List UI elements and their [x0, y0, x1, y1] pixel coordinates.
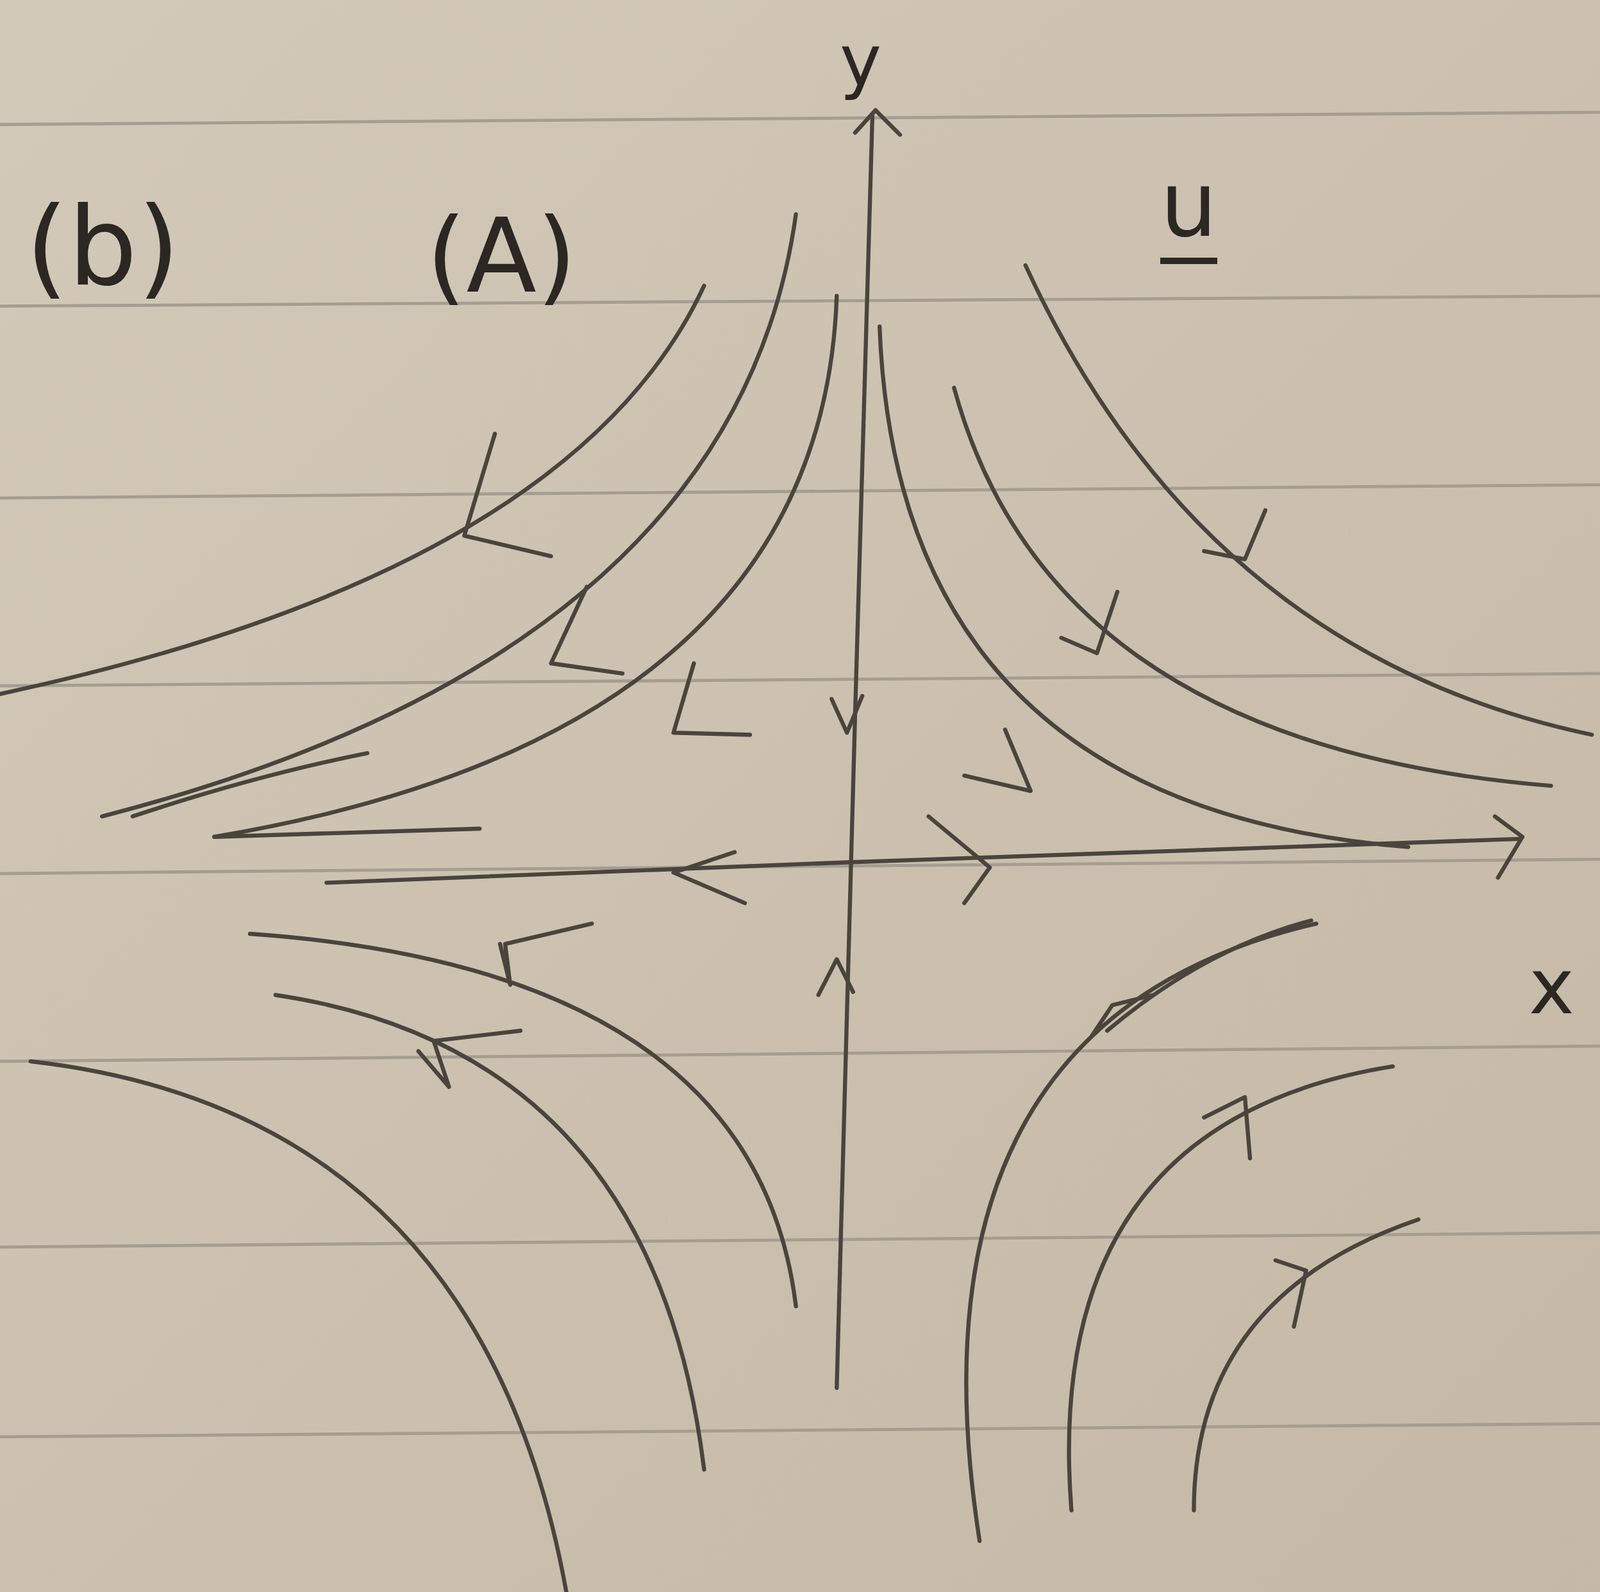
ruled-lines: [0, 112, 1600, 1438]
vector-label: u: [1160, 160, 1218, 265]
axis-label: y: [839, 25, 882, 97]
trajectories: [0, 110, 1592, 1592]
part-label: (A): [426, 205, 577, 308]
axis-label: x: [1528, 948, 1575, 1026]
part-label: (b): [25, 192, 181, 302]
